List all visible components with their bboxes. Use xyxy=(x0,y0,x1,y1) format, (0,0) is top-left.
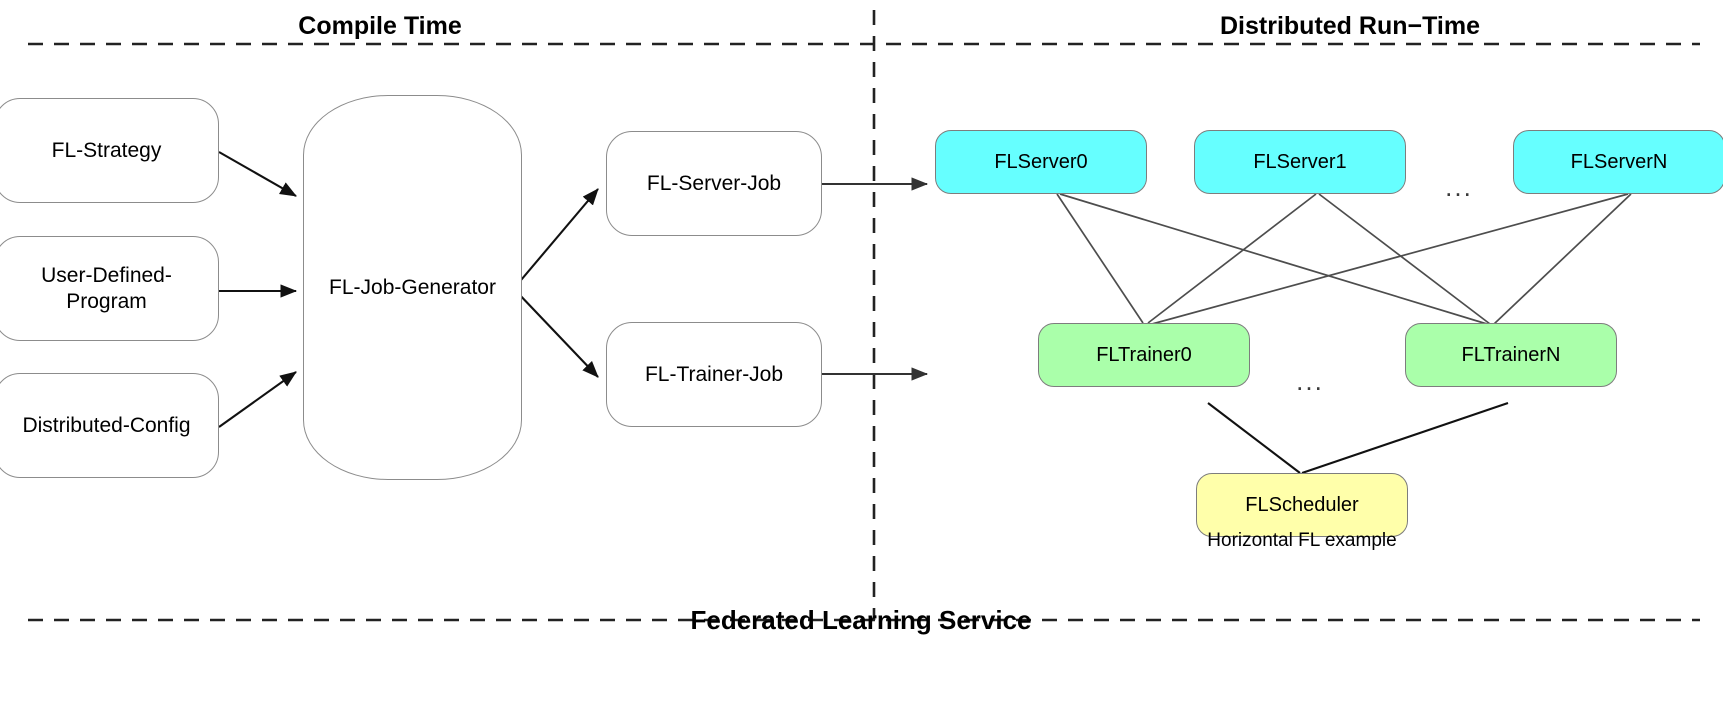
section-title-distributed-run-time: Distributed Run−Time xyxy=(1220,12,1480,40)
edge-fl-strategy-to-generator xyxy=(218,151,297,197)
node-fl-job-generator-label: FL-Job-Generator xyxy=(329,275,496,299)
node-flserver0-label: FLServer0 xyxy=(994,150,1088,173)
node-fl-job-generator[interactable]: FL-Job-Generator xyxy=(303,95,522,480)
node-fl-strategy-label: FL-Strategy xyxy=(51,138,162,162)
node-flserver0[interactable]: FLServer0 xyxy=(935,130,1147,194)
node-flscheduler[interactable]: FLScheduler xyxy=(1196,473,1408,537)
node-fl-server-job[interactable]: FL-Server-Job xyxy=(606,131,822,236)
node-fltrainer0-label: FLTrainer0 xyxy=(1096,343,1192,366)
node-flservern[interactable]: FLServerN xyxy=(1513,130,1723,194)
node-flserver1[interactable]: FLServer1 xyxy=(1194,130,1406,194)
edge-flserver1-to-fltrainern xyxy=(1318,193,1491,325)
edge-fltrainern-to-flscheduler xyxy=(1301,402,1509,474)
node-fl-server-job-label: FL-Server-Job xyxy=(646,171,782,195)
horizontal-fl-example-caption: Horizontal FL example xyxy=(1207,530,1397,551)
node-distributed-config-label: Distributed-Config xyxy=(22,413,191,437)
edge-flservern-to-fltrainern xyxy=(1493,193,1632,325)
edge-flserver1-to-fltrainer0 xyxy=(1147,193,1317,324)
section-title-compile-time: Compile Time xyxy=(298,12,462,40)
trainers-ellipsis: ... xyxy=(1296,366,1324,396)
edge-flserver0-to-fltrainern xyxy=(1059,193,1488,325)
node-fl-strategy[interactable]: FL-Strategy xyxy=(0,98,219,203)
edge-distributed-config-to-generator xyxy=(218,371,297,428)
edge-flservern-to-fltrainer0 xyxy=(1151,193,1629,325)
edge-generator-to-trainer-job xyxy=(515,290,599,378)
figure-caption: Federated Learning Service xyxy=(690,605,1032,635)
node-fl-trainer-job[interactable]: FL-Trainer-Job xyxy=(606,322,822,427)
node-flscheduler-label: FLScheduler xyxy=(1245,493,1359,516)
servers-ellipsis: ... xyxy=(1445,172,1473,202)
node-fltrainern-label: FLTrainerN xyxy=(1461,343,1561,366)
node-fltrainern[interactable]: FLTrainerN xyxy=(1405,323,1617,387)
node-user-defined-program[interactable]: User-Defined- Program xyxy=(0,236,219,341)
node-flservern-label: FLServerN xyxy=(1570,150,1668,173)
node-flserver1-label: FLServer1 xyxy=(1253,150,1347,173)
node-user-defined-program-label: User-Defined- Program xyxy=(41,263,172,313)
node-fltrainer0[interactable]: FLTrainer0 xyxy=(1038,323,1250,387)
node-distributed-config[interactable]: Distributed-Config xyxy=(0,373,219,478)
edge-fltrainer0-to-flscheduler xyxy=(1207,402,1301,474)
edge-generator-to-server-job xyxy=(515,188,599,287)
node-fl-trainer-job-label: FL-Trainer-Job xyxy=(644,362,784,386)
edge-flserver0-to-fltrainer0 xyxy=(1056,193,1144,324)
